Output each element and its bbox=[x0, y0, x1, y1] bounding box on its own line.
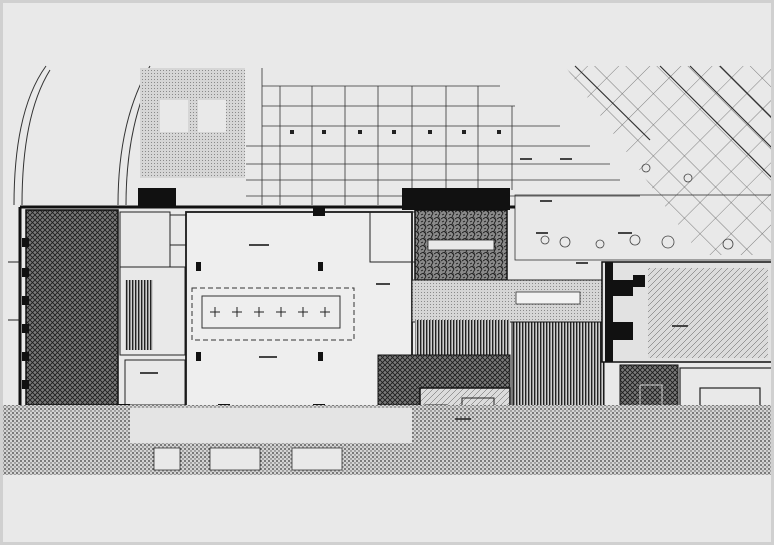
crosshatch-block-left bbox=[25, 209, 119, 406]
entrance-recess-left bbox=[138, 188, 176, 208]
stone-block-gap bbox=[427, 239, 495, 251]
paving-gap-hall bbox=[130, 408, 412, 443]
hall-pendants bbox=[210, 307, 330, 317]
paving-openings bbox=[153, 447, 343, 471]
courtyard-voids bbox=[160, 100, 226, 132]
terrace-lines bbox=[246, 68, 640, 205]
hall-table bbox=[201, 295, 341, 329]
column-markers-left bbox=[22, 238, 29, 389]
striped-floor-left bbox=[415, 320, 510, 360]
main-hall bbox=[185, 211, 413, 409]
entrance-recess-center bbox=[402, 188, 510, 210]
hall-dashed-zone bbox=[191, 287, 355, 341]
left-edge-detail bbox=[8, 261, 21, 321]
right-wing-walls bbox=[605, 262, 645, 362]
corridor-counter bbox=[515, 291, 581, 305]
service-rooms bbox=[119, 211, 189, 406]
stair-left bbox=[125, 280, 153, 350]
landscape-circles bbox=[540, 163, 734, 250]
landscape-zone-outline bbox=[514, 194, 774, 261]
terrace-markers bbox=[290, 130, 501, 134]
annotation-marks bbox=[140, 158, 688, 420]
right-wing-floor bbox=[648, 268, 768, 358]
courtyard-paving bbox=[140, 68, 245, 178]
diagonal-canopy-grid bbox=[565, 65, 774, 255]
